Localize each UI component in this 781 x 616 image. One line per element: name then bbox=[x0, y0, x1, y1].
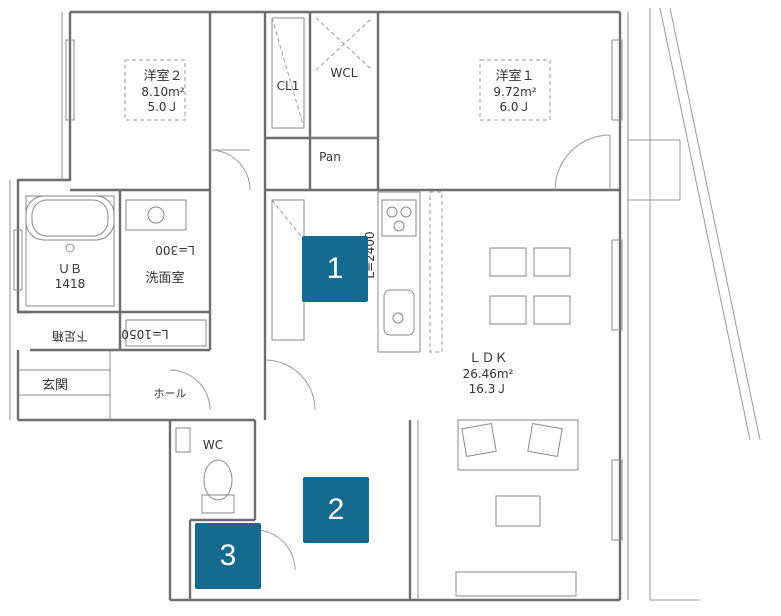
washroom-label: 洗面室 bbox=[145, 270, 184, 286]
interior-walls bbox=[18, 12, 620, 600]
wash-lower-dimension: L=1050 bbox=[121, 327, 168, 341]
balcony bbox=[628, 7, 761, 601]
room2-name: 洋室２ bbox=[143, 68, 182, 84]
wcl-label: WCL bbox=[331, 66, 358, 80]
ldk-name: ＬＤＫ bbox=[468, 351, 507, 366]
hall-label: ホール bbox=[154, 387, 187, 400]
entrance-label: 玄関 bbox=[42, 378, 68, 393]
bathtub bbox=[25, 195, 115, 307]
room2-tatami: 5.0Ｊ bbox=[147, 100, 178, 114]
closet-label: CL1 bbox=[277, 79, 300, 93]
marker-2: 2 bbox=[303, 477, 369, 543]
wash-sink bbox=[125, 199, 207, 347]
toilet-label: WC bbox=[203, 438, 223, 452]
entrance-steps bbox=[18, 350, 211, 420]
marker-1: 1 bbox=[302, 236, 368, 302]
room2-furniture bbox=[124, 59, 251, 191]
toilet-fixture bbox=[175, 427, 235, 514]
marker-3: 3 bbox=[195, 523, 261, 589]
windows bbox=[13, 39, 623, 541]
closet-details bbox=[271, 17, 373, 341]
room1-door bbox=[479, 59, 611, 191]
room1-area: 9.72m² bbox=[493, 85, 536, 99]
ldk-area: 26.46m² bbox=[463, 367, 514, 381]
shoe-label: 下足箱 bbox=[52, 329, 88, 344]
dining-set bbox=[489, 247, 571, 325]
pantry-label: Pan bbox=[319, 150, 341, 164]
bath-size: 1418 bbox=[55, 277, 86, 291]
sofa bbox=[455, 419, 579, 597]
ldk-doors bbox=[254, 359, 316, 571]
room-labels: 洋室２ 8.10m² 5.0Ｊ 洋室１ 9.72m² 6.0Ｊ CL1 WCL … bbox=[42, 66, 537, 452]
ldk-tatami: 16.3Ｊ bbox=[469, 382, 508, 396]
room2-area: 8.10m² bbox=[141, 85, 184, 99]
room1-name: 洋室１ bbox=[495, 68, 534, 84]
bath-label: ＵＢ bbox=[58, 262, 82, 276]
outer-walls bbox=[9, 10, 629, 602]
wash-upper-dimension: L=300 bbox=[155, 243, 195, 257]
room1-tatami: 6.0Ｊ bbox=[499, 100, 530, 114]
kitchen-counter bbox=[377, 191, 443, 353]
